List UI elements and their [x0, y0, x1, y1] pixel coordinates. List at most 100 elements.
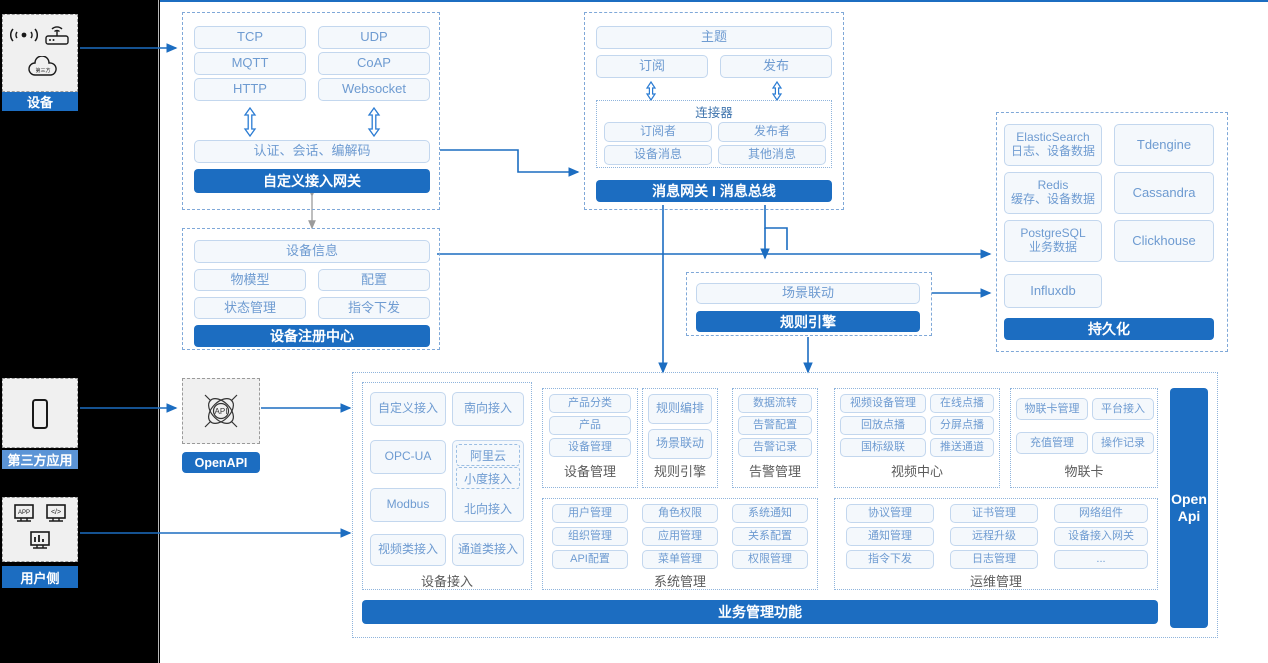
publish-chip[interactable]: 发布: [720, 55, 832, 78]
open-api-vertical-bar[interactable]: Open Api: [1170, 388, 1208, 628]
dm-device-management[interactable]: 设备管理: [549, 438, 631, 457]
connector-other-msg[interactable]: 其他消息: [718, 145, 826, 165]
openapi-icon-box: [182, 378, 260, 444]
om-log-management-label: 日志管理: [972, 553, 1016, 566]
group-rule-engine-caption: 规则引擎: [642, 462, 718, 479]
protocol-websocket[interactable]: Websocket: [318, 78, 430, 101]
om-log-management[interactable]: 日志管理: [950, 550, 1038, 569]
om-remote-upgrade[interactable]: 远程升级: [950, 527, 1038, 546]
connector-title-text: 连接器: [695, 105, 733, 120]
sm-menu-management-label: 菜单管理: [658, 553, 702, 566]
db-tdengine[interactable]: Tdengine: [1114, 124, 1214, 166]
vc-gb-cascade[interactable]: 国标级联: [840, 438, 926, 457]
topic-label: 主题: [700, 29, 727, 45]
iot-platform-access[interactable]: 平台接入: [1092, 398, 1154, 420]
connector-subscriber[interactable]: 订阅者: [604, 122, 712, 142]
iot-recharge-management[interactable]: 充值管理: [1016, 432, 1088, 454]
double-arrow-right-icon: [367, 106, 381, 138]
vc-online-vod[interactable]: 在线点播: [930, 394, 994, 413]
protocol-coap[interactable]: CoAP: [318, 52, 430, 75]
scene-linkage-chip[interactable]: 场景联动: [696, 283, 920, 304]
am-alarm-config[interactable]: 告警配置: [738, 416, 812, 435]
vc-push-channel[interactable]: 推送通道: [930, 438, 994, 457]
device-info-label: 设备信息: [285, 243, 338, 259]
open-api-vertical-line2: Api: [1177, 508, 1201, 524]
gateway-middle-layer[interactable]: 认证、会话、编解码: [194, 140, 430, 163]
gateway-title-bar[interactable]: 自定义接入网关: [194, 169, 430, 193]
access-custom[interactable]: 自定义接入: [370, 392, 446, 426]
vc-video-device-management[interactable]: 视频设备管理: [840, 394, 926, 413]
subscribe-chip[interactable]: 订阅: [596, 55, 708, 78]
sm-menu-management[interactable]: 菜单管理: [642, 550, 718, 569]
thing-model-chip[interactable]: 物模型: [194, 269, 306, 291]
openapi-entry-label[interactable]: OpenAPI: [182, 452, 260, 473]
device-registry-title-bar[interactable]: 设备注册中心: [194, 325, 430, 347]
vc-split-screen-vod-label: 分屏点播: [940, 419, 984, 432]
access-aliyun[interactable]: 阿里云: [456, 444, 520, 466]
db-influxdb[interactable]: Influxdb: [1004, 274, 1102, 308]
sm-relation-config[interactable]: 关系配置: [732, 527, 808, 546]
db-cassandra[interactable]: Cassandra: [1114, 172, 1214, 214]
dm-product[interactable]: 产品: [549, 416, 631, 435]
access-aliyun-label: 阿里云: [469, 448, 506, 463]
protocol-tcp[interactable]: TCP: [194, 26, 306, 49]
db-elasticsearch[interactable]: ElasticSearch 日志、设备数据: [1004, 124, 1102, 166]
sm-app-management[interactable]: 应用管理: [642, 527, 718, 546]
om-more[interactable]: ...: [1054, 550, 1148, 569]
om-cert-management[interactable]: 证书管理: [950, 504, 1038, 523]
iot-card-management[interactable]: 物联卡管理: [1016, 398, 1088, 420]
device-info-chip[interactable]: 设备信息: [194, 240, 430, 263]
protocol-http[interactable]: HTTP: [194, 78, 306, 101]
db-postgresql[interactable]: PostgreSQL 业务数据: [1004, 220, 1102, 262]
db-postgresql-label: PostgreSQL 业务数据: [1020, 226, 1086, 254]
business-bottom-bar[interactable]: 业务管理功能: [362, 600, 1158, 624]
config-chip[interactable]: 配置: [318, 269, 430, 291]
re-rule-orchestration[interactable]: 规则编排: [648, 394, 712, 424]
rule-engine-title-bar[interactable]: 规则引擎: [696, 311, 920, 332]
iot-operation-record[interactable]: 操作记录: [1092, 432, 1154, 454]
connector-publisher[interactable]: 发布者: [718, 122, 826, 142]
om-remote-upgrade-label: 远程升级: [972, 530, 1016, 543]
om-device-access-gateway[interactable]: 设备接入网关: [1054, 527, 1148, 546]
access-opcua[interactable]: OPC-UA: [370, 440, 446, 474]
topic-chip[interactable]: 主题: [596, 26, 832, 49]
state-mgmt-chip[interactable]: 状态管理: [194, 297, 306, 319]
cloud-icon: 第三方: [28, 56, 57, 76]
dm-product-category[interactable]: 产品分类: [549, 394, 631, 413]
am-alarm-config-label: 告警配置: [753, 419, 797, 432]
re-scene-linkage[interactable]: 场景联动: [648, 429, 712, 459]
db-clickhouse[interactable]: Clickhouse: [1114, 220, 1214, 262]
persistence-title-bar[interactable]: 持久化: [1004, 318, 1214, 340]
db-redis[interactable]: Redis 缓存、设备数据: [1004, 172, 1102, 214]
sm-user-management[interactable]: 用户管理: [552, 504, 628, 523]
access-xiaodu[interactable]: 小度接入: [456, 467, 520, 489]
om-command-dispatch[interactable]: 指令下发: [846, 550, 934, 569]
protocol-udp[interactable]: UDP: [318, 26, 430, 49]
sm-api-config[interactable]: API配置: [552, 550, 628, 569]
access-southbound[interactable]: 南向接入: [452, 392, 524, 426]
sm-org-management[interactable]: 组织管理: [552, 527, 628, 546]
connector-device-msg[interactable]: 设备消息: [604, 145, 712, 165]
vc-video-device-management-label: 视频设备管理: [850, 397, 916, 410]
command-dispatch-chip[interactable]: 指令下发: [318, 297, 430, 319]
vc-playback-vod[interactable]: 回放点播: [840, 416, 926, 435]
access-channel-label: 通道类接入: [457, 542, 518, 557]
am-data-flow[interactable]: 数据流转: [738, 394, 812, 413]
am-alarm-record[interactable]: 告警记录: [738, 438, 812, 457]
om-network-component[interactable]: 网络组件: [1054, 504, 1148, 523]
vc-split-screen-vod[interactable]: 分屏点播: [930, 416, 994, 435]
message-bus-title-bar[interactable]: 消息网关 I 消息总线: [596, 180, 832, 202]
om-notice-management[interactable]: 通知管理: [846, 527, 934, 546]
om-protocol-management[interactable]: 协议管理: [846, 504, 934, 523]
access-video[interactable]: 视频类接入: [370, 534, 446, 566]
access-channel[interactable]: 通道类接入: [452, 534, 524, 566]
access-modbus[interactable]: Modbus: [370, 488, 446, 522]
sm-permission-management[interactable]: 权限管理: [732, 550, 808, 569]
sm-system-notice[interactable]: 系统通知: [732, 504, 808, 523]
connector-publisher-label: 发布者: [753, 124, 790, 139]
protocol-mqtt[interactable]: MQTT: [194, 52, 306, 75]
device-access-caption: 设备接入: [362, 572, 532, 589]
sm-role-permission[interactable]: 角色权限: [642, 504, 718, 523]
persistence-title-text: 持久化: [1088, 321, 1130, 337]
access-modbus-label: Modbus: [386, 497, 430, 512]
